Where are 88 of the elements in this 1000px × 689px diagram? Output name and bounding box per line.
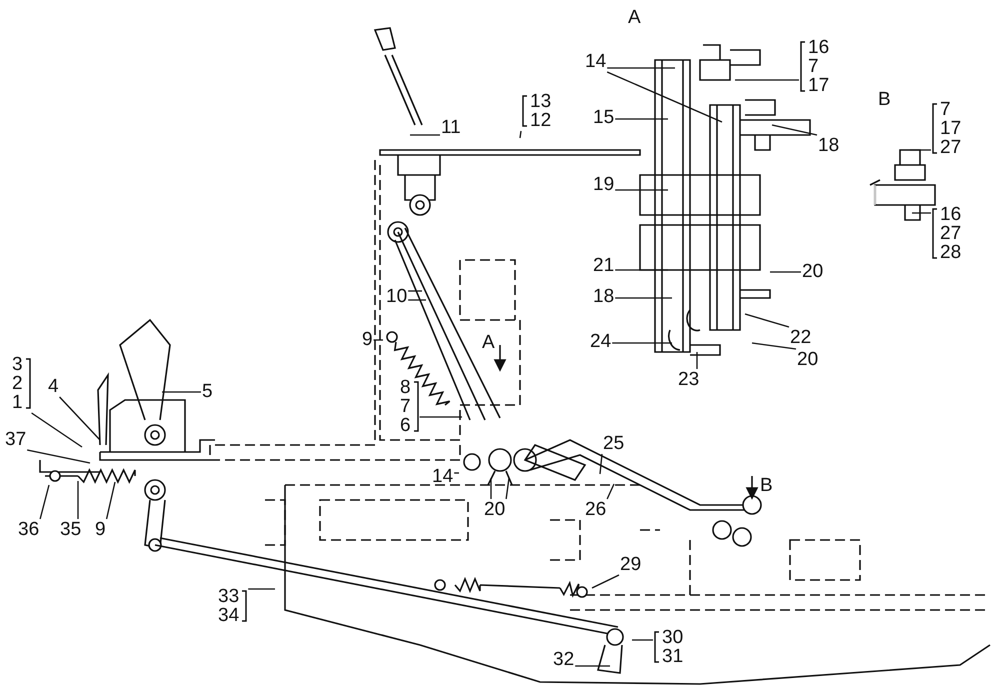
leader-line xyxy=(599,454,603,474)
callout-number: 24 xyxy=(590,332,612,351)
leader-line xyxy=(575,665,610,667)
view-label: A xyxy=(628,8,641,28)
callout-number: 3 xyxy=(12,355,23,374)
leader-line xyxy=(606,484,615,500)
callout-number: 21 xyxy=(593,256,614,275)
leader-line xyxy=(744,313,790,328)
callout-number: 6 xyxy=(400,416,411,435)
leader-line xyxy=(162,391,201,393)
callout-number: 14 xyxy=(432,467,454,486)
callout-number: 7 xyxy=(808,57,820,76)
callout-number: 22 xyxy=(790,328,812,347)
callout-number: 1 xyxy=(12,393,23,412)
direction-label: B xyxy=(760,476,773,496)
leader-line xyxy=(607,67,675,69)
callout-number: 28 xyxy=(940,243,962,262)
callout-number: 9 xyxy=(95,520,106,539)
callout-number: 27 xyxy=(940,138,962,157)
leader-line xyxy=(31,412,82,448)
callout-number: 37 xyxy=(5,430,26,449)
leader-line xyxy=(606,71,722,123)
callout-number: 7 xyxy=(940,100,952,119)
callout-number: 5 xyxy=(202,382,213,401)
view-label: B xyxy=(878,90,891,110)
leader-line xyxy=(420,416,462,418)
callout-number: 20 xyxy=(484,500,506,519)
callout-number: 9 xyxy=(362,330,373,349)
leader-line xyxy=(77,481,79,519)
leader-line xyxy=(408,290,422,292)
leader-line xyxy=(735,79,799,81)
callout-number: 31 xyxy=(662,647,684,666)
callout-number: 12 xyxy=(530,111,552,130)
leader-line xyxy=(696,352,698,369)
callout-number: 29 xyxy=(620,555,642,574)
callout-number: 19 xyxy=(593,175,614,194)
leader-line xyxy=(615,269,668,271)
leader-line xyxy=(912,212,931,214)
callout-number: 16 xyxy=(808,38,830,57)
leader-line xyxy=(248,588,275,590)
callout-number: 30 xyxy=(662,628,684,647)
leader-line xyxy=(772,124,818,136)
callout-number: 15 xyxy=(593,108,614,127)
callout-number: 23 xyxy=(678,370,700,389)
leader-line xyxy=(490,478,492,499)
callout-number: 20 xyxy=(797,350,818,369)
leader-line xyxy=(59,396,100,440)
direction-label: A xyxy=(482,333,495,353)
leader-line xyxy=(519,130,522,138)
callout-number: 34 xyxy=(218,606,240,625)
callout-number: 18 xyxy=(818,136,840,155)
callout-number: 4 xyxy=(48,377,59,396)
leader-line xyxy=(592,574,620,589)
callout-number: 18 xyxy=(593,287,614,306)
callout-number: 35 xyxy=(60,520,82,539)
leader-line xyxy=(612,342,672,344)
callout-number: 13 xyxy=(530,92,552,111)
leader-line xyxy=(410,134,440,136)
leader-line xyxy=(632,639,653,641)
callout-number: 8 xyxy=(400,378,411,397)
leader-line xyxy=(770,271,801,273)
callout-number: 26 xyxy=(585,500,606,519)
callout-number: 14 xyxy=(585,52,606,71)
leader-line xyxy=(454,472,459,474)
leader-line xyxy=(408,299,426,301)
callout-number: 27 xyxy=(940,224,962,243)
callout-number: 32 xyxy=(553,650,574,669)
callout-number: 17 xyxy=(808,76,830,95)
leader-line xyxy=(910,149,931,151)
callout-number: 33 xyxy=(218,587,240,606)
callout-number: 17 xyxy=(940,119,962,138)
leader-line xyxy=(506,478,510,500)
leader-line xyxy=(374,339,383,341)
leader-line xyxy=(615,297,672,299)
callout-number: 11 xyxy=(441,118,461,137)
leader-line xyxy=(615,189,668,191)
callout-number: 7 xyxy=(400,397,411,416)
leader-line xyxy=(106,482,116,520)
leader-line xyxy=(752,342,796,350)
leader-line xyxy=(615,118,668,120)
callout-number: 2 xyxy=(12,374,23,393)
callout-number: 25 xyxy=(603,434,624,453)
callout-number: 10 xyxy=(386,287,408,306)
leader-line xyxy=(27,449,90,464)
leader-line xyxy=(40,484,50,520)
callout-number: 16 xyxy=(940,205,962,224)
callout-number: 36 xyxy=(18,520,40,539)
callout-number: 20 xyxy=(802,262,824,281)
